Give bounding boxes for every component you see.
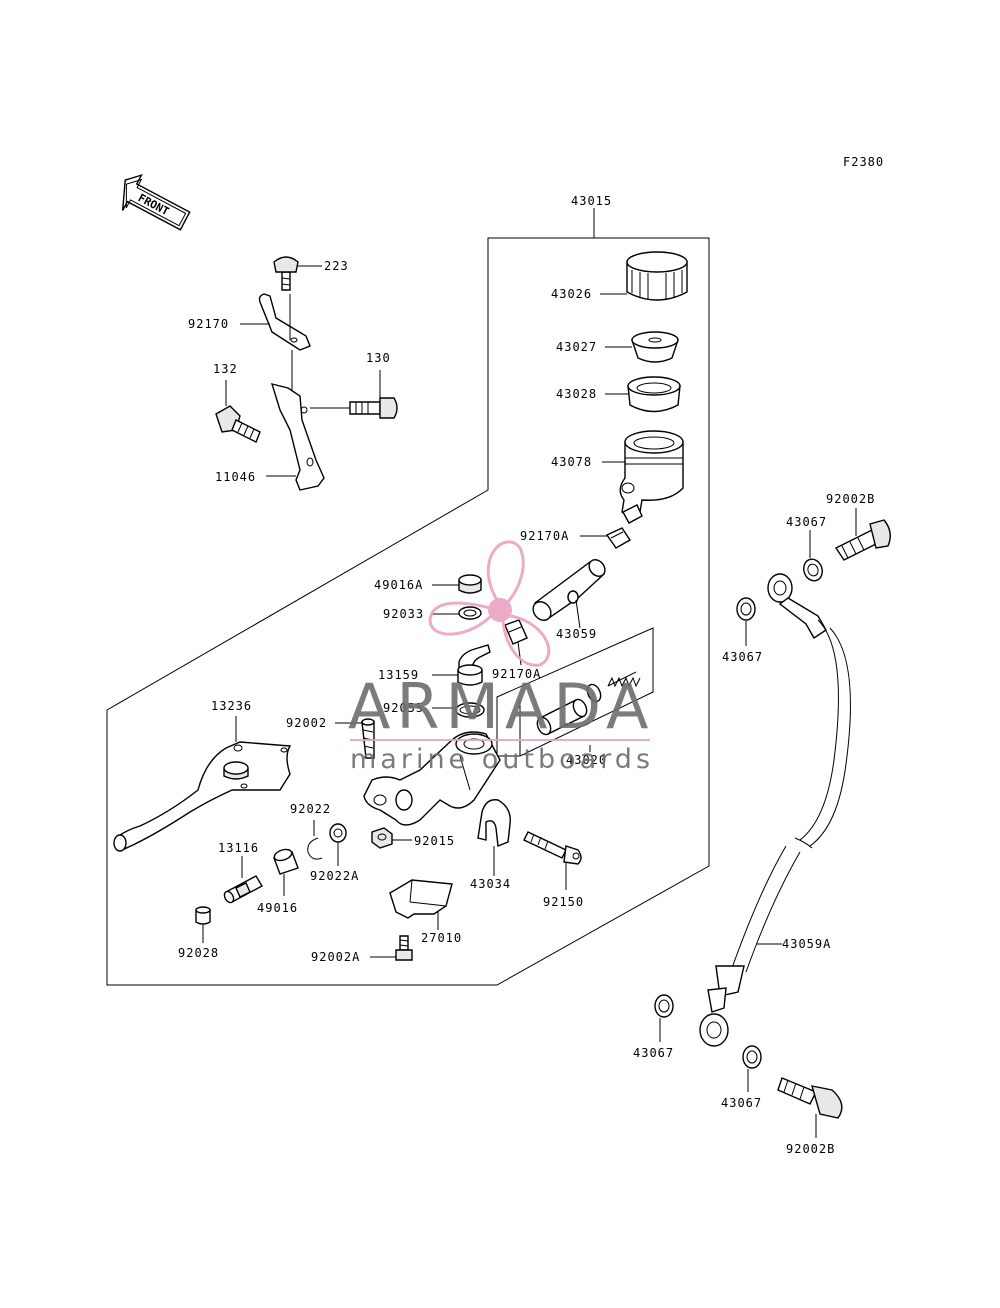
label-13236: 13236 xyxy=(211,699,252,713)
label-43020: 43020 xyxy=(566,753,607,767)
dust-boot xyxy=(273,848,299,875)
brake-hose xyxy=(699,573,851,1047)
label-43027: 43027 xyxy=(556,340,597,354)
label-43034: 43034 xyxy=(470,877,511,891)
diaphragm xyxy=(627,376,681,413)
bracket-bolt-right xyxy=(310,397,398,419)
label-92170A-upper: 92170A xyxy=(520,529,569,543)
banjo-bolt-lower xyxy=(777,1077,843,1119)
label-92002B-lower: 92002B xyxy=(786,1142,835,1156)
washer-d xyxy=(742,1045,762,1069)
circlip-washer xyxy=(458,606,482,620)
assembly-outline xyxy=(106,237,710,986)
label-92028: 92028 xyxy=(178,946,219,960)
washer-a xyxy=(803,558,823,582)
label-43067-c: 43067 xyxy=(633,1046,674,1060)
label-92002: 92002 xyxy=(286,716,327,730)
label-27010: 27010 xyxy=(421,931,462,945)
reservoir-tank xyxy=(619,430,684,524)
label-92055: 92055 xyxy=(383,701,424,715)
hose-clamp-lower xyxy=(504,619,528,645)
snap-ring xyxy=(307,837,323,860)
front-arrow-icon: FRONT xyxy=(121,173,191,231)
upper-bracket xyxy=(258,293,311,351)
piston-assembly xyxy=(536,671,641,736)
o-ring xyxy=(455,702,485,718)
brake-switch xyxy=(389,879,453,919)
label-43059: 43059 xyxy=(556,627,597,641)
washer-c xyxy=(654,994,674,1018)
label-43059A: 43059A xyxy=(782,937,831,951)
label-223: 223 xyxy=(324,259,349,273)
label-43078: 43078 xyxy=(551,455,592,469)
label-92170A-lower: 92170A xyxy=(492,667,541,681)
label-49016A: 49016A xyxy=(374,578,423,592)
mirror-bracket-screw xyxy=(273,256,299,291)
reservoir-hose xyxy=(532,559,606,621)
label-43067-d: 43067 xyxy=(721,1096,762,1110)
push-rod xyxy=(223,875,263,904)
label-49016: 49016 xyxy=(257,901,298,915)
watermark: ARMADA marine outboards xyxy=(348,540,654,775)
label-132: 132 xyxy=(213,362,238,376)
label-43026: 43026 xyxy=(551,287,592,301)
label-92033: 92033 xyxy=(383,607,424,621)
brake-lever xyxy=(113,741,292,852)
label-13159: 13159 xyxy=(378,668,419,682)
label-11046: 11046 xyxy=(215,470,256,484)
nut xyxy=(371,827,393,849)
clamp-bolt xyxy=(523,831,582,865)
propeller-logo-icon xyxy=(428,540,551,667)
banjo-bolt-upper xyxy=(834,519,891,561)
label-92002A: 92002A xyxy=(311,950,360,964)
washer-small xyxy=(329,823,347,843)
figure-code: F2380 xyxy=(843,155,884,169)
cylinder-clamp xyxy=(477,799,511,847)
label-92150: 92150 xyxy=(543,895,584,909)
hose-clamp-upper xyxy=(605,527,631,549)
watermark-brand: ARMADA xyxy=(348,670,654,743)
label-130: 130 xyxy=(366,351,391,365)
label-13116: 13116 xyxy=(218,841,259,855)
label-92022: 92022 xyxy=(290,802,331,816)
label-43067-b: 43067 xyxy=(722,650,763,664)
piston-kit-outline xyxy=(496,627,654,757)
bushing xyxy=(195,906,211,925)
label-92015: 92015 xyxy=(414,834,455,848)
label-92002B-upper: 92002B xyxy=(826,492,875,506)
watermark-tagline: marine outboards xyxy=(350,744,654,775)
fitting-cap xyxy=(458,574,482,594)
diaphragm-plate xyxy=(631,331,679,363)
switch-screw xyxy=(395,935,413,961)
label-43028: 43028 xyxy=(556,387,597,401)
lower-bracket xyxy=(270,383,325,491)
label-92022A: 92022A xyxy=(310,869,359,883)
label-43015: 43015 xyxy=(571,194,612,208)
washer-b xyxy=(736,597,756,621)
bracket-bolt-left xyxy=(215,405,261,443)
label-43067-a: 43067 xyxy=(786,515,827,529)
reservoir-cap xyxy=(626,251,688,301)
label-92170: 92170 xyxy=(188,317,229,331)
elbow-fitting xyxy=(457,644,491,686)
